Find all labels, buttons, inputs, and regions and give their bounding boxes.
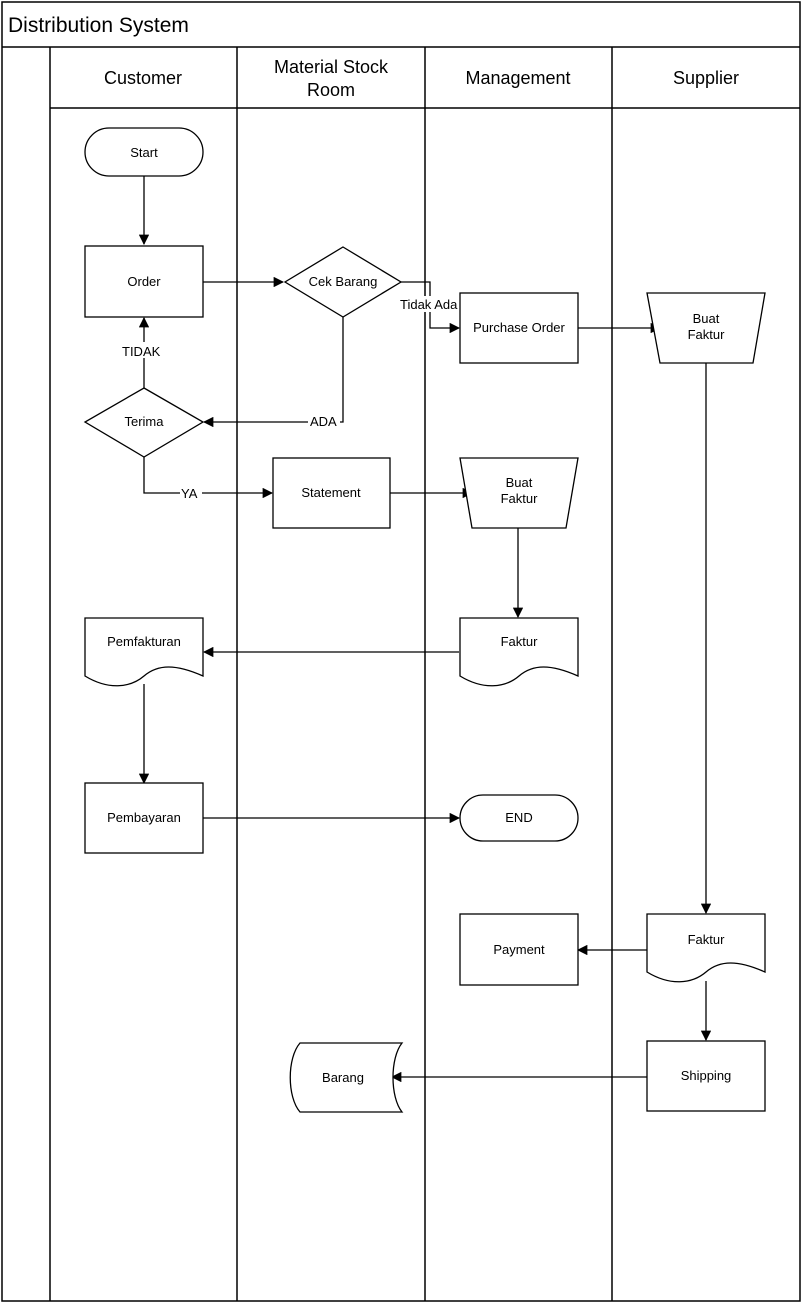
node-pembayaran: Pembayaran (84, 782, 204, 854)
node-purchase-order-label: Purchase Order (473, 320, 565, 335)
node-faktur-supplier-label: Faktur (688, 932, 726, 947)
node-buat-faktur-management-label-2: Faktur (501, 491, 539, 506)
node-faktur-management: Faktur (459, 617, 579, 687)
node-buat-faktur-supplier: Buat Faktur (646, 292, 766, 364)
node-pembayaran-label: Pembayaran (107, 810, 181, 825)
node-barang-label: Barang (322, 1070, 364, 1085)
node-start: Start (84, 127, 204, 177)
node-payment: Payment (459, 913, 579, 986)
lane-header-supplier: Supplier (673, 68, 739, 88)
node-faktur-management-label: Faktur (501, 634, 539, 649)
connectors (138, 176, 712, 1083)
edge-label-tidak-ada: Tidak Ada (400, 297, 458, 312)
node-payment-label: Payment (493, 942, 545, 957)
node-shipping-label: Shipping (681, 1068, 732, 1083)
edge-label-ada: ADA (310, 414, 337, 429)
node-buat-faktur-management-label-1: Buat (506, 475, 533, 490)
node-buat-faktur-supplier-label-2: Faktur (688, 327, 726, 342)
node-pemfakturan-label: Pemfakturan (107, 634, 181, 649)
node-buat-faktur-management: Buat Faktur (459, 457, 579, 529)
edge-cek-barang-terima (202, 317, 344, 428)
node-faktur-supplier: Faktur (646, 913, 766, 983)
node-statement: Statement (272, 457, 391, 529)
diagram-title: Distribution System (8, 14, 189, 37)
node-barang: Barang (289, 1042, 404, 1113)
node-statement-label: Statement (301, 485, 361, 500)
node-shipping: Shipping (646, 1040, 766, 1112)
node-end-label: END (505, 810, 532, 825)
node-end: END (459, 794, 579, 842)
edge-label-ya: YA (181, 486, 198, 501)
lane-header-customer: Customer (104, 68, 182, 88)
node-buat-faktur-supplier-label-1: Buat (693, 311, 720, 326)
node-start-label: Start (130, 145, 158, 160)
lane-header-material-stock-room-line1: Material Stock (274, 57, 389, 77)
node-terima: Terima (83, 387, 205, 458)
node-terima-label: Terima (124, 414, 164, 429)
edge-label-tidak: TIDAK (122, 344, 161, 359)
node-order: Order (84, 245, 204, 318)
lane-header-management: Management (465, 68, 570, 88)
lane-header-material-stock-room-line2: Room (307, 80, 355, 100)
node-order-label: Order (127, 274, 161, 289)
node-cek-barang: Cek Barang (283, 246, 403, 318)
node-purchase-order: Purchase Order (459, 292, 579, 364)
edge-terima-statement (143, 457, 274, 499)
node-cek-barang-label: Cek Barang (309, 274, 378, 289)
node-pemfakturan: Pemfakturan (84, 617, 204, 687)
